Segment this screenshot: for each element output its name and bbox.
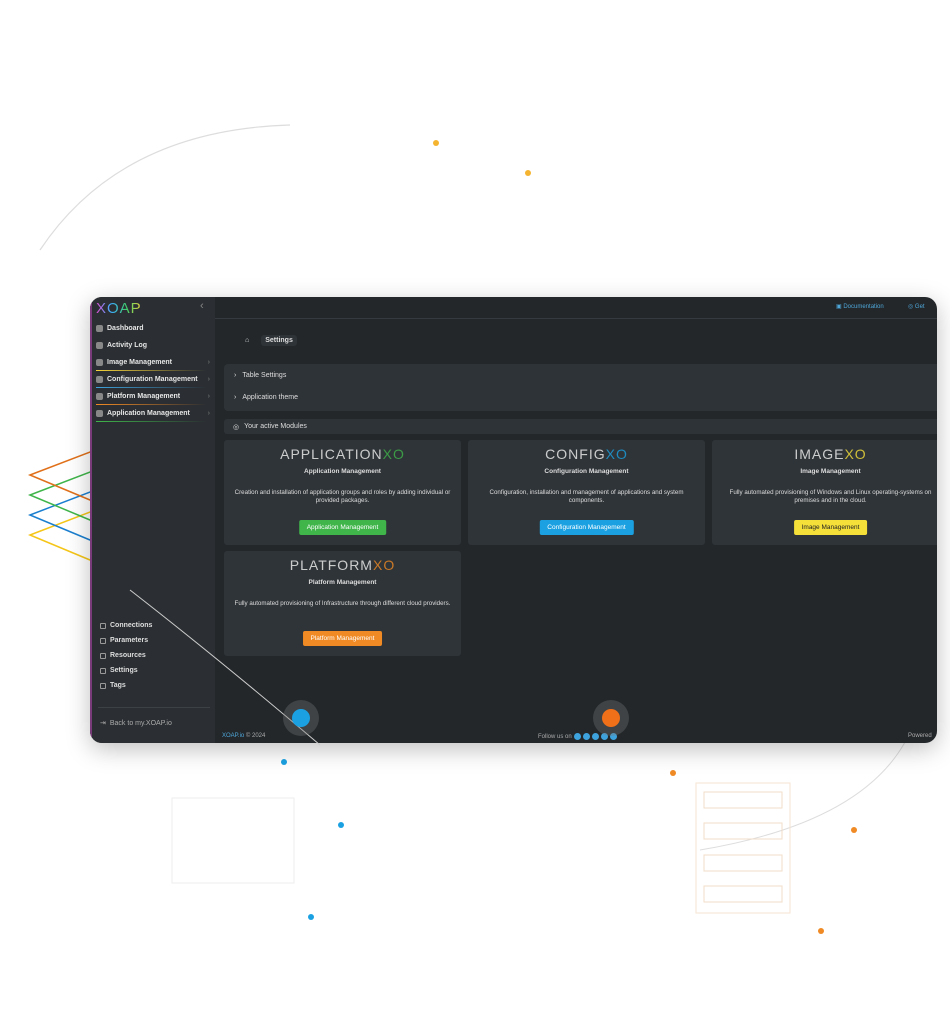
module-description: Fully automated provisioning of Infrastr… (234, 600, 451, 607)
footer-copyright: XOAP.io © 2024 (222, 733, 266, 739)
application-theme-row[interactable]: ›Application theme (234, 394, 298, 401)
get-link[interactable]: ◎ Get (908, 304, 925, 310)
tag-icon (100, 682, 106, 689)
platform-icon (96, 393, 103, 400)
exit-icon: ⇥ (100, 720, 106, 727)
sidebar-item-parameters[interactable]: Parameters (100, 637, 148, 644)
module-card: APPLICATIONXO Application Management Cre… (224, 440, 461, 545)
module-card: IMAGEXO Image Management Fully automated… (712, 440, 937, 545)
image-icon (96, 359, 103, 366)
header-divider (215, 318, 937, 319)
application-icon (96, 410, 103, 417)
gear-icon (100, 667, 106, 674)
module-description: Creation and installation of application… (234, 489, 451, 504)
linkedin-icon[interactable] (591, 733, 599, 740)
module-title: Platform Management (308, 579, 377, 586)
sidebar-item-configuration-management[interactable]: Configuration Management› (96, 372, 210, 387)
module-button[interactable]: Image Management (793, 520, 868, 535)
github-icon[interactable] (609, 733, 617, 740)
facebook-icon[interactable] (573, 733, 581, 740)
module-button[interactable]: Platform Management (302, 631, 383, 646)
table-settings-row[interactable]: ›Table Settings (234, 372, 287, 379)
module-underline (96, 404, 206, 405)
home-icon[interactable]: ⌂ (245, 337, 250, 344)
breadcrumb: ⌂Settings (245, 335, 297, 346)
module-logo: IMAGEXO (794, 446, 867, 462)
clock-icon (96, 342, 103, 349)
settings-panel: ›Table Settings ›Application theme (224, 364, 937, 411)
module-description: Configuration, installation and manageme… (489, 489, 684, 504)
chevron-right-icon: › (207, 393, 210, 400)
documentation-link[interactable]: ▣ Documentation (836, 304, 884, 310)
module-logo: CONFIGXO (545, 446, 628, 462)
footer-powered: Powered (908, 733, 932, 739)
chevron-left-icon[interactable]: ‹ (200, 300, 204, 312)
link-icon (100, 622, 106, 629)
chevron-right-icon: › (207, 376, 210, 383)
xoap-link[interactable]: XOAP.io (222, 733, 245, 739)
module-title: Configuration Management (544, 468, 629, 475)
sidebar-item-application-management[interactable]: Application Management› (96, 406, 210, 421)
sidebar-item-dashboard[interactable]: Dashboard (96, 321, 210, 336)
twitter-icon[interactable] (582, 733, 590, 740)
sidebar-item-platform-management[interactable]: Platform Management› (96, 389, 210, 404)
module-button[interactable]: Configuration Management (539, 520, 634, 535)
back-link[interactable]: ⇥Back to my.XOAP.io (100, 719, 172, 728)
chevron-right-icon: › (234, 394, 237, 401)
home-icon (96, 325, 103, 332)
sidebar-item-activity-log[interactable]: Activity Log (96, 338, 210, 353)
sidebar-item-connections[interactable]: Connections (100, 622, 152, 629)
module-underline (96, 421, 206, 422)
chevron-right-icon: › (207, 410, 210, 417)
server-icon (100, 652, 106, 659)
modules-heading: ◎Your active Modules (224, 419, 937, 434)
sidebar-item-image-management[interactable]: Image Management› (96, 355, 210, 370)
module-title: Image Management (800, 468, 861, 475)
module-card: CONFIGXO Configuration Management Config… (468, 440, 705, 545)
footer-social: Follow us on (538, 733, 617, 740)
chevron-right-icon: › (207, 359, 210, 366)
chevron-right-icon: › (234, 372, 237, 379)
module-underline (96, 370, 206, 371)
list-icon (100, 637, 106, 644)
sidebar-item-resources[interactable]: Resources (100, 652, 146, 659)
divider (98, 707, 210, 708)
module-description: Fully automated provisioning of Windows … (729, 489, 932, 504)
module-logo: APPLICATIONXO (280, 446, 405, 462)
module-logo: PLATFORMXO (289, 557, 396, 573)
module-card: PLATFORMXO Platform Management Fully aut… (224, 551, 461, 656)
youtube-icon[interactable] (600, 733, 608, 740)
module-title: Application Management (304, 468, 381, 475)
module-button[interactable]: Application Management (298, 520, 387, 535)
xoap-logo: XOAP (96, 300, 142, 317)
check-circle-icon: ◎ (233, 423, 240, 431)
config-icon (96, 376, 103, 383)
module-underline (96, 387, 206, 388)
sidebar-item-settings[interactable]: Settings (100, 667, 138, 674)
sidebar-item-tags[interactable]: Tags (100, 682, 126, 689)
